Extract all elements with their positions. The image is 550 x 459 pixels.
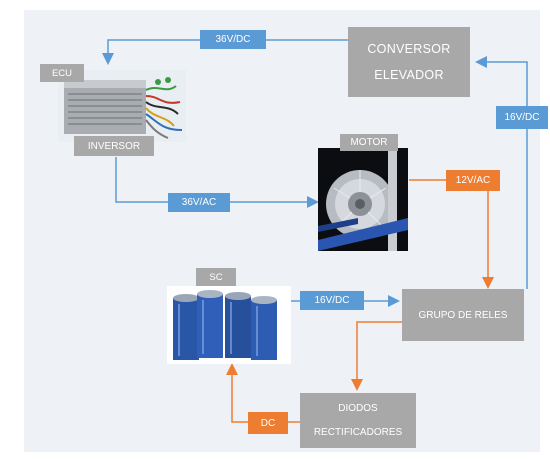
tag-12vac: 12V/AC: [446, 170, 500, 191]
conversor-label-line2: ELEVADOR: [374, 68, 444, 82]
diodos-rectificadores-box: DIODOS RECTIFICADORES: [300, 393, 416, 448]
tag-36vac-text: 36V/AC: [181, 197, 217, 208]
diodos-label-line2: RECTIFICADORES: [313, 427, 403, 438]
conversor-elevador-box: CONVERSOR ELEVADOR: [348, 27, 470, 97]
diodos-label-line1: DIODOS: [338, 403, 378, 414]
ecu-label: ECU: [40, 64, 84, 82]
motor-label-text: MOTOR: [350, 137, 388, 148]
tag-right-16vdc-text: 16V/DC: [504, 112, 540, 123]
conversor-label-line1: CONVERSOR: [367, 42, 451, 56]
grupo-reles-box: GRUPO DE RELES: [402, 289, 524, 341]
ecu-label-text: ECU: [51, 67, 73, 79]
tag-top-36vdc: 36V/DC: [200, 30, 266, 49]
tag-36vac: 36V/AC: [168, 193, 230, 212]
motor-photo: [318, 148, 408, 251]
inversor-label: INVERSOR: [74, 136, 154, 156]
tag-dc: DC: [248, 412, 288, 434]
grupo-reles-label: GRUPO DE RELES: [418, 309, 508, 321]
tag-sc-16vdc: 16V/DC: [300, 291, 364, 310]
tag-right-16vdc: 16V/DC: [496, 106, 548, 129]
sc-label-text: SC: [209, 271, 223, 283]
tag-top-36vdc-text: 36V/DC: [215, 34, 251, 45]
sc-label: SC: [196, 268, 236, 286]
tag-dc-text: DC: [260, 417, 276, 429]
ecu-photo: [58, 70, 186, 142]
inversor-label-text: INVERSOR: [87, 140, 141, 152]
tag-sc-16vdc-text: 16V/DC: [314, 295, 350, 306]
tag-12vac-text: 12V/AC: [455, 175, 491, 186]
sc-photo: [167, 286, 291, 364]
motor-label: MOTOR: [340, 134, 398, 151]
